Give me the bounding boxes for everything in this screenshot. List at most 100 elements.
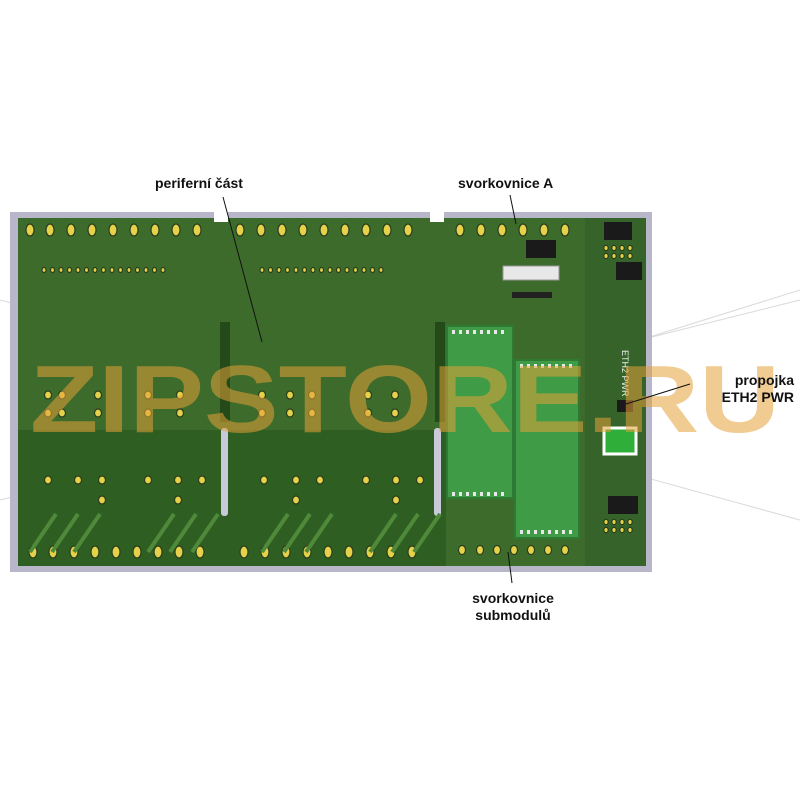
ribbon-connector bbox=[502, 265, 560, 281]
submodule-pin bbox=[466, 330, 469, 334]
submodule-pin bbox=[459, 330, 462, 334]
pad bbox=[323, 545, 333, 559]
submodule-pin bbox=[541, 530, 544, 534]
pad bbox=[150, 223, 160, 237]
pad bbox=[285, 408, 295, 418]
callout-submodule-terminals: svorkovnice submodulů bbox=[455, 590, 571, 624]
pad bbox=[363, 390, 373, 400]
pad bbox=[143, 408, 153, 418]
ic-power-bottom bbox=[608, 496, 638, 514]
submodule-pin bbox=[520, 530, 523, 534]
pad bbox=[45, 223, 55, 237]
pad bbox=[497, 223, 507, 237]
submodule-pin bbox=[473, 492, 476, 496]
trace bbox=[304, 512, 334, 554]
pad bbox=[627, 244, 633, 252]
pad bbox=[174, 545, 184, 559]
submodule-pin bbox=[569, 530, 572, 534]
pad bbox=[285, 390, 295, 400]
pad bbox=[143, 390, 153, 400]
pad bbox=[361, 223, 371, 237]
pad bbox=[518, 223, 528, 237]
pad bbox=[66, 223, 76, 237]
pad bbox=[369, 266, 376, 274]
pad bbox=[92, 266, 98, 274]
ic-power-mid bbox=[616, 262, 642, 280]
pad bbox=[132, 545, 142, 559]
pad bbox=[108, 223, 118, 237]
submodule-left bbox=[446, 325, 514, 499]
pad bbox=[492, 544, 502, 556]
callout-jumper: propojka ETH2 PWR bbox=[690, 372, 794, 406]
callout-jumper-line2: ETH2 PWR bbox=[721, 389, 794, 405]
pad bbox=[319, 223, 329, 237]
pad bbox=[239, 545, 249, 559]
trace bbox=[282, 512, 312, 554]
pad bbox=[390, 390, 400, 400]
pad bbox=[284, 266, 291, 274]
pad bbox=[173, 475, 183, 485]
pad bbox=[619, 526, 625, 534]
pad bbox=[93, 408, 103, 418]
leader-peripheral bbox=[222, 196, 263, 343]
pad bbox=[277, 223, 287, 237]
silkscreen-eth2-pwr: ETH2 PWR bbox=[620, 350, 630, 397]
submodule-pin bbox=[527, 530, 530, 534]
pad bbox=[153, 545, 163, 559]
leader-lines bbox=[222, 194, 691, 584]
submodule-pin bbox=[466, 492, 469, 496]
callout-jumper-line1: propojka bbox=[734, 372, 794, 388]
pad bbox=[619, 244, 625, 252]
trace bbox=[190, 512, 220, 554]
slot-top-right bbox=[430, 212, 444, 222]
pad bbox=[361, 266, 367, 274]
pad bbox=[25, 223, 35, 237]
pad bbox=[195, 545, 205, 559]
pad bbox=[340, 223, 350, 237]
leader-submodule-terminals bbox=[507, 551, 513, 584]
pad bbox=[291, 495, 301, 505]
callout-peripheral: periferní část bbox=[155, 175, 243, 191]
pad bbox=[603, 244, 609, 252]
pad bbox=[43, 475, 53, 485]
pad bbox=[310, 266, 316, 274]
pad bbox=[97, 475, 107, 485]
pad bbox=[403, 223, 413, 237]
pad bbox=[627, 252, 633, 260]
pad bbox=[134, 266, 141, 274]
pad bbox=[117, 266, 124, 274]
pad bbox=[90, 545, 100, 559]
pad bbox=[143, 475, 153, 485]
submodule-pin bbox=[452, 330, 455, 334]
submodule-pin bbox=[527, 364, 530, 368]
watermark: ZIPSTORE.RU bbox=[30, 346, 780, 453]
pad bbox=[175, 390, 185, 400]
pad bbox=[391, 475, 401, 485]
pad bbox=[276, 266, 282, 274]
submodule-pin bbox=[520, 364, 523, 368]
pad bbox=[560, 544, 570, 556]
leader-terminal-a bbox=[509, 194, 517, 225]
pad bbox=[93, 390, 103, 400]
pad bbox=[611, 526, 617, 534]
pad bbox=[100, 266, 107, 274]
pad bbox=[619, 518, 625, 526]
pad bbox=[382, 223, 392, 237]
pad bbox=[611, 252, 617, 260]
submodule-pin bbox=[459, 492, 462, 496]
pad bbox=[475, 544, 485, 556]
submodule-pin bbox=[494, 492, 497, 496]
ic-power-top bbox=[604, 222, 632, 240]
pad bbox=[415, 475, 425, 485]
submodule-pin bbox=[569, 364, 572, 368]
trace bbox=[368, 512, 398, 554]
pad bbox=[509, 544, 519, 556]
submodule-pin bbox=[548, 530, 551, 534]
pad bbox=[173, 495, 183, 505]
leader-jumper bbox=[625, 383, 691, 405]
trace bbox=[50, 512, 80, 554]
pad bbox=[151, 266, 158, 274]
pad bbox=[627, 518, 633, 526]
pad bbox=[619, 252, 625, 260]
